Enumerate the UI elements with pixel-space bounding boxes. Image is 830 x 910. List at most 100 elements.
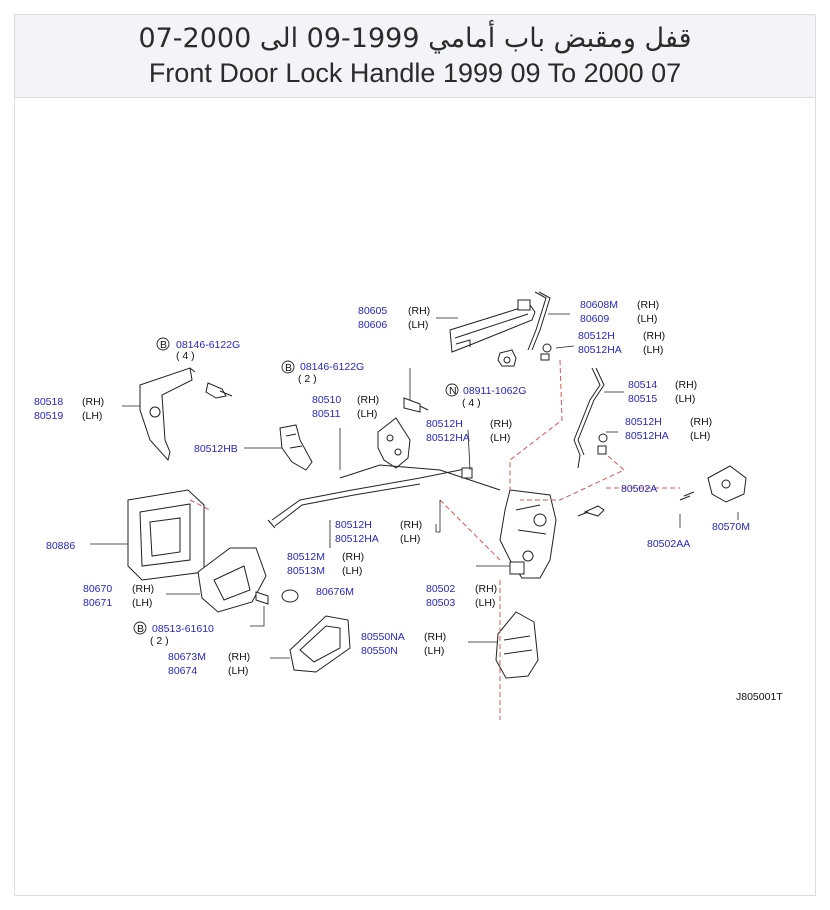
part-link-80512ha[interactable]: 80512HA	[625, 430, 669, 442]
diagram-code: J805001T	[736, 691, 783, 703]
part-link-08146-6122g[interactable]: 08146-6122G	[300, 361, 364, 373]
part-link-80512h[interactable]: 80512H	[625, 416, 662, 428]
bolt-part	[403, 397, 429, 413]
side-lh: (LH)	[408, 319, 428, 331]
part-link-08911-1062g[interactable]: 08911-1062G	[463, 385, 526, 397]
side-rh: (RH)	[408, 305, 430, 317]
side-lh: (LH)	[357, 408, 377, 420]
part-link-80503[interactable]: 80503	[426, 597, 455, 609]
grommet-part	[597, 433, 608, 455]
side-rh: (RH)	[357, 394, 379, 406]
grommet-part	[540, 343, 552, 361]
part-link-80515[interactable]: 80515	[628, 393, 657, 405]
part-link-80676m[interactable]: 80676M	[316, 586, 354, 598]
screw-part	[577, 505, 605, 517]
striker-80570m-part	[679, 465, 747, 503]
side-lh: (LH)	[132, 597, 152, 609]
marker-b-circle	[156, 337, 170, 351]
page-title-arabic: قفل ومقبض باب أمامي 1999-09 الى 2000-07	[138, 23, 692, 54]
side-rh: (RH)	[675, 379, 697, 391]
rod-80514	[573, 367, 601, 469]
part-link-80674[interactable]: 80674	[168, 665, 197, 677]
inside-handle-80670-part	[197, 547, 267, 613]
part-link-80605[interactable]: 80605	[358, 305, 387, 317]
marker-b-label: B	[160, 339, 167, 351]
part-link-80513m[interactable]: 80513M	[287, 565, 325, 577]
inner-lock-80510-part	[377, 417, 411, 469]
part-link-80502aa[interactable]: 80502AA	[647, 538, 690, 550]
side-lh: (LH)	[643, 344, 663, 356]
nut-part	[497, 349, 517, 367]
side-rh: (RH)	[637, 299, 659, 311]
part-link-80512m[interactable]: 80512M	[287, 551, 325, 563]
part-link-80570m[interactable]: 80570M	[712, 521, 750, 533]
rod-80608m	[527, 291, 547, 351]
side-lh: (LH)	[490, 432, 510, 444]
part-link-80502[interactable]: 80502	[426, 583, 455, 595]
marker-b-label: B	[285, 362, 292, 374]
quantity-label: ( 2 )	[298, 373, 317, 385]
part-link-80511[interactable]: 80511	[312, 408, 341, 420]
side-lh: (LH)	[400, 533, 420, 545]
part-link-80512h[interactable]: 80512H	[426, 418, 463, 430]
page-title-english: Front Door Lock Handle 1999 09 To 2000 0…	[148, 58, 682, 88]
part-link-80512ha[interactable]: 80512HA	[426, 432, 470, 444]
title-header: قفل ومقبض باب أمامي 1999-09 الى 2000-07 …	[15, 15, 815, 98]
bolt-part	[205, 382, 233, 399]
part-link-80519[interactable]: 80519	[34, 410, 63, 422]
side-lh: (LH)	[82, 410, 102, 422]
clip-80512hb-part	[279, 424, 313, 471]
assembly-guide-lines	[189, 359, 680, 720]
side-rh: (RH)	[342, 551, 364, 563]
part-link-80671[interactable]: 80671	[83, 597, 112, 609]
part-link-08513-61610[interactable]: 08513-61610	[152, 623, 214, 635]
part-link-80512h[interactable]: 80512H	[578, 330, 615, 342]
side-lh: (LH)	[424, 645, 444, 657]
side-lh: (LH)	[675, 393, 695, 405]
bracket-80518-part	[139, 367, 196, 462]
side-rh: (RH)	[82, 396, 104, 408]
marker-b-label: B	[137, 623, 144, 635]
side-rh: (RH)	[228, 651, 250, 663]
marker-b-circle	[133, 621, 147, 635]
marker-n-circle	[445, 383, 459, 397]
marker-n-label: N	[449, 385, 457, 397]
side-rh: (RH)	[400, 519, 422, 531]
part-link-80514[interactable]: 80514	[628, 379, 657, 391]
part-link-08146-6122g[interactable]: 08146-6122G	[176, 339, 240, 351]
bezel-80886-part	[127, 489, 205, 581]
part-link-80512ha[interactable]: 80512HA	[335, 533, 379, 545]
rod-80510	[339, 464, 501, 491]
part-link-80550n[interactable]: 80550N	[361, 645, 398, 657]
quantity-label: ( 4 )	[462, 397, 481, 409]
escutcheon-80673m-part	[289, 615, 351, 673]
quantity-label: ( 4 )	[176, 350, 195, 362]
side-rh: (RH)	[690, 416, 712, 428]
part-link-80550na[interactable]: 80550NA	[361, 631, 405, 643]
part-link-80510[interactable]: 80510	[312, 394, 341, 406]
side-rh: (RH)	[132, 583, 154, 595]
cap-80676m-part	[281, 589, 299, 603]
side-lh: (LH)	[342, 565, 362, 577]
marker-b-circle	[281, 360, 295, 374]
side-lh: (LH)	[475, 597, 495, 609]
screw-part	[255, 591, 269, 605]
rod-80512m	[271, 467, 471, 521]
part-link-80502a[interactable]: 80502A	[621, 483, 657, 495]
part-link-80512hb[interactable]: 80512HB	[194, 443, 238, 455]
side-lh: (LH)	[228, 665, 248, 677]
part-link-80670[interactable]: 80670	[83, 583, 112, 595]
side-rh: (RH)	[643, 330, 665, 342]
part-link-80609[interactable]: 80609	[580, 313, 609, 325]
part-link-80886[interactable]: 80886	[46, 540, 75, 552]
part-link-80608m[interactable]: 80608M	[580, 299, 618, 311]
part-link-80512ha[interactable]: 80512HA	[578, 344, 622, 356]
part-link-80673m[interactable]: 80673M	[168, 651, 206, 663]
side-rh: (RH)	[475, 583, 497, 595]
part-link-80518[interactable]: 80518	[34, 396, 63, 408]
side-lh: (LH)	[637, 313, 657, 325]
part-link-80512h[interactable]: 80512H	[335, 519, 372, 531]
diagram-frame: قفل ومقبض باب أمامي 1999-09 الى 2000-07 …	[14, 14, 816, 896]
part-link-80606[interactable]: 80606	[358, 319, 387, 331]
